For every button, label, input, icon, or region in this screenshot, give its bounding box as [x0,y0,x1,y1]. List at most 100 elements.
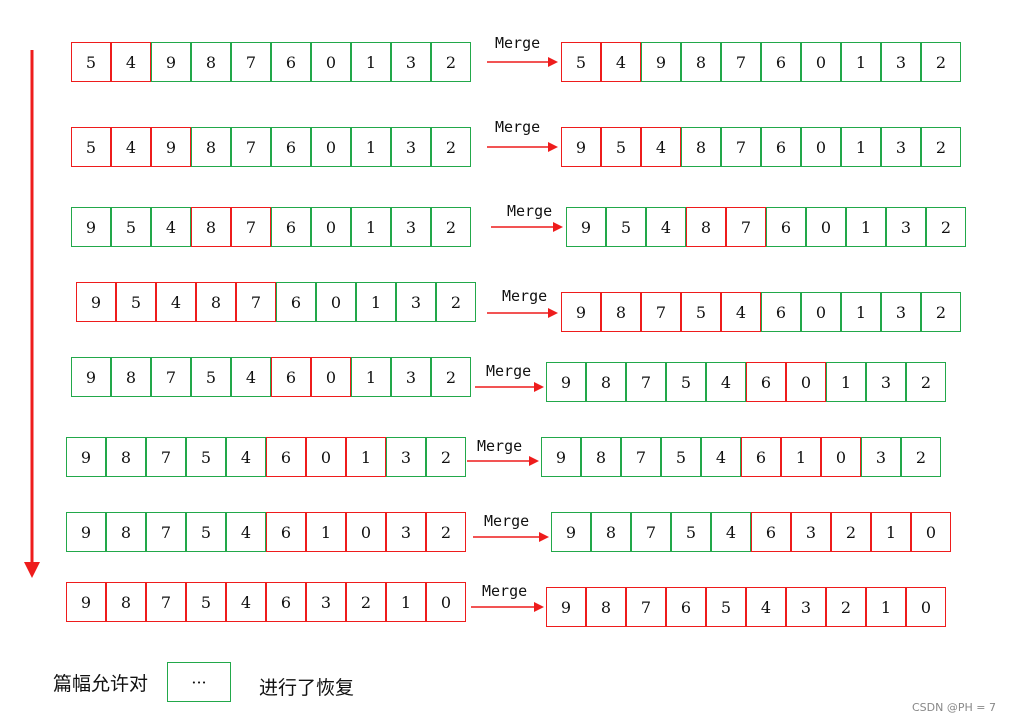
array-cell-highlighted: 5 [681,292,721,332]
array-cell: 6 [761,127,801,167]
array-cell: 9 [566,207,606,247]
merge-arrow [487,142,558,152]
array-cell: 4 [226,512,266,552]
array-cell: 3 [881,292,921,332]
array-cell: 8 [586,362,626,402]
array-cell-highlighted: 6 [746,362,786,402]
array-cell-highlighted: 7 [626,587,666,627]
array-cell-highlighted: 2 [831,512,871,552]
array-cell: 1 [351,127,391,167]
array-cell-highlighted: 4 [226,582,266,622]
legend-suffix: 进行了恢复 [259,677,355,699]
array-cell-highlighted: 3 [786,587,826,627]
array-cell: 9 [71,357,111,397]
array-cell-highlighted: 9 [151,127,191,167]
array-cell-highlighted: 4 [111,127,151,167]
array-cell: 1 [351,207,391,247]
array-cell: 9 [66,437,106,477]
array-cell: 0 [311,127,351,167]
array-cell: 4 [701,437,741,477]
array-cell: 9 [151,42,191,82]
array-cell-highlighted: 2 [346,582,386,622]
array-cell: 7 [231,42,271,82]
array-cell-highlighted: 6 [741,437,781,477]
array-cell-highlighted: 5 [71,127,111,167]
array-cell-highlighted: 4 [721,292,761,332]
array-cell: 3 [881,42,921,82]
array-cell: 2 [921,42,961,82]
array-cell-highlighted: 1 [871,512,911,552]
array-cell: 0 [316,282,356,322]
array-cell: 8 [106,512,146,552]
array-cell-highlighted: 0 [911,512,951,552]
array-cell-highlighted: 0 [821,437,861,477]
array-cell-highlighted: 5 [116,282,156,322]
array-cell: 8 [191,127,231,167]
array-cell-highlighted: 9 [546,587,586,627]
array-cell: 4 [226,437,266,477]
array-cell-highlighted: 4 [156,282,196,322]
array-cell-highlighted: 5 [71,42,111,82]
array-cell-highlighted: 0 [306,437,346,477]
array-cell: 5 [186,512,226,552]
array-cell: 1 [356,282,396,322]
array-cell-highlighted: 6 [266,437,306,477]
array-cell: 5 [111,207,151,247]
array-cell: 5 [666,362,706,402]
legend-prefix: 篇幅允许对 [53,673,149,695]
array-cell-highlighted: 7 [641,292,681,332]
array-cell-highlighted: 9 [561,292,601,332]
array-cell: 2 [431,207,471,247]
array-cell-highlighted: 6 [751,512,791,552]
merge-label: Merge [495,34,541,52]
array-cell: 3 [391,207,431,247]
array-cell: 4 [231,357,271,397]
array-cell: 1 [351,42,391,82]
merge-label: Merge [482,582,528,600]
array-cell: 3 [396,282,436,322]
array-cell-highlighted: 0 [311,357,351,397]
array-cell: 3 [866,362,906,402]
array-cell-highlighted: 6 [271,357,311,397]
array-cell-highlighted: 3 [791,512,831,552]
array-cell: 9 [546,362,586,402]
array-cell: 4 [151,207,191,247]
array-cell: 6 [271,207,311,247]
array-cell-highlighted: 6 [266,512,306,552]
array-cell-highlighted: 1 [781,437,821,477]
merge-arrow [487,57,558,67]
array-cell: 8 [191,42,231,82]
array-cell: 9 [641,42,681,82]
array-cell-highlighted: 8 [686,207,726,247]
array-cell: 6 [276,282,316,322]
array-cell: 0 [801,292,841,332]
array-cell-highlighted: 8 [601,292,641,332]
array-cell: 4 [711,512,751,552]
array-cell: 7 [631,512,671,552]
array-cell: 4 [646,207,686,247]
array-cell-highlighted: 6 [266,582,306,622]
array-cell-highlighted: 8 [106,582,146,622]
merge-arrow [475,382,544,392]
merge-label: Merge [495,118,541,136]
merge-label: Merge [477,437,523,455]
merge-arrow [467,456,539,466]
array-cell: 2 [926,207,966,247]
array-cell: 1 [841,127,881,167]
array-cell-highlighted: 1 [346,437,386,477]
array-cell: 9 [71,207,111,247]
merge-arrow [487,308,558,318]
array-cell: 0 [311,207,351,247]
array-cell: 6 [766,207,806,247]
array-cell: 3 [391,357,431,397]
array-cell-highlighted: 7 [726,207,766,247]
array-cell: 7 [626,362,666,402]
array-cell: 8 [106,437,146,477]
array-cell: 2 [431,42,471,82]
array-cell: 2 [921,127,961,167]
array-cell-highlighted: 2 [426,512,466,552]
